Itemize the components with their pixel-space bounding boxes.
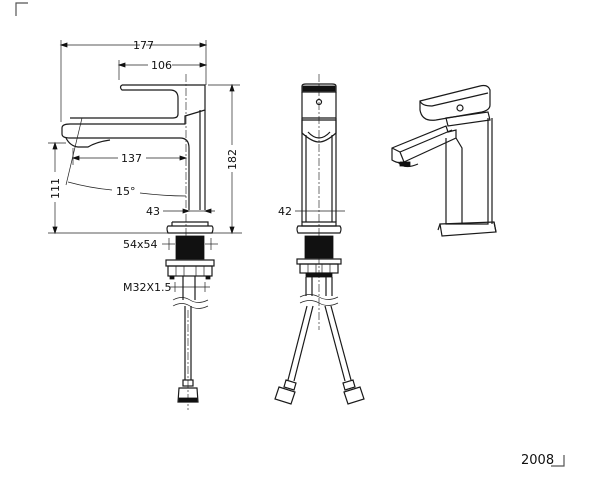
bottom-right-frame-corner: [551, 455, 565, 467]
threaded-shank: [175, 235, 205, 260]
isometric-view: [391, 84, 497, 237]
product-code: 2008: [521, 453, 554, 468]
front-threaded-shank: [304, 235, 334, 259]
dim-front-body-width: 42: [278, 205, 292, 218]
dim-spout-reach: 137: [121, 152, 142, 165]
dim-overall-height: 182: [226, 149, 239, 170]
dim-body-width: 43: [146, 205, 160, 218]
dim-handle-width: 106: [151, 59, 172, 72]
dim-overall-width: 177: [133, 39, 154, 52]
top-left-frame-corner: [15, 2, 28, 16]
dim-spout-angle: 15°: [116, 185, 136, 198]
dim-thread: M32X1.5: [123, 281, 172, 294]
dim-base-size: 54x54: [123, 238, 158, 251]
side-view: 177 106 137 15° 111: [48, 39, 242, 410]
front-view: 42: [274, 74, 365, 405]
dim-spout-height: 111: [49, 178, 62, 199]
